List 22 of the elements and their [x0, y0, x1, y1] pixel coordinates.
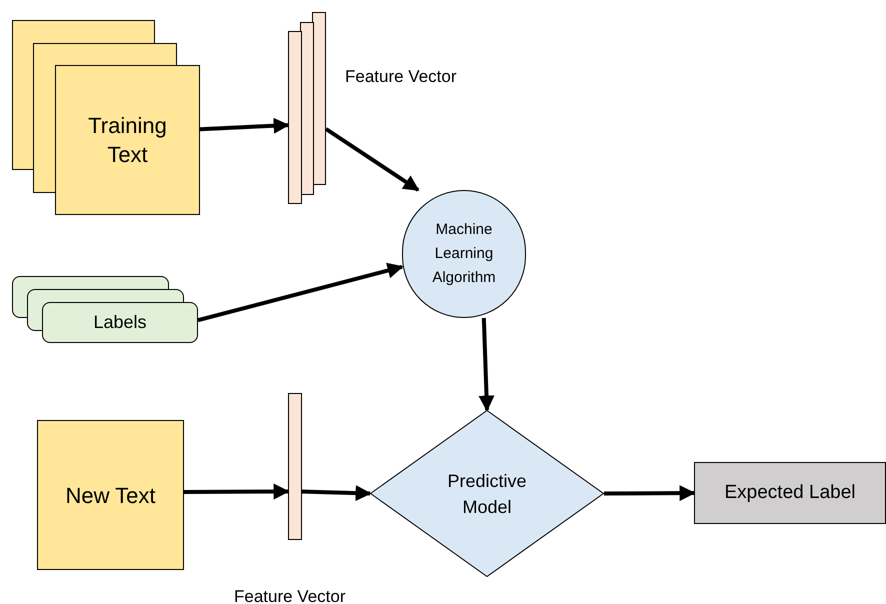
node-label: New Text [65, 482, 156, 510]
feature-vector-bar [288, 12, 326, 207]
arrow [478, 318, 494, 412]
node-label: Training Text [87, 112, 168, 169]
feature-vector-bar [288, 393, 300, 540]
label-stack [12, 276, 198, 343]
node-label: Expected Label [724, 480, 856, 505]
arrow [604, 485, 696, 502]
node-label: Predictive Model [446, 470, 528, 518]
arrow [198, 262, 404, 322]
output-box [694, 462, 886, 524]
vector-caption: Feature Vector [234, 586, 346, 604]
vector-caption: Feature Vector [345, 66, 457, 88]
document-stack [12, 20, 200, 215]
arrow [184, 484, 290, 500]
node-label: Machine Learning Algorithm [431, 220, 497, 288]
document-box [37, 420, 184, 570]
arrow [300, 485, 372, 502]
model-diamond [370, 410, 604, 577]
node-label: Labels [93, 311, 147, 334]
arrow [200, 118, 290, 134]
arrow [324, 127, 420, 192]
